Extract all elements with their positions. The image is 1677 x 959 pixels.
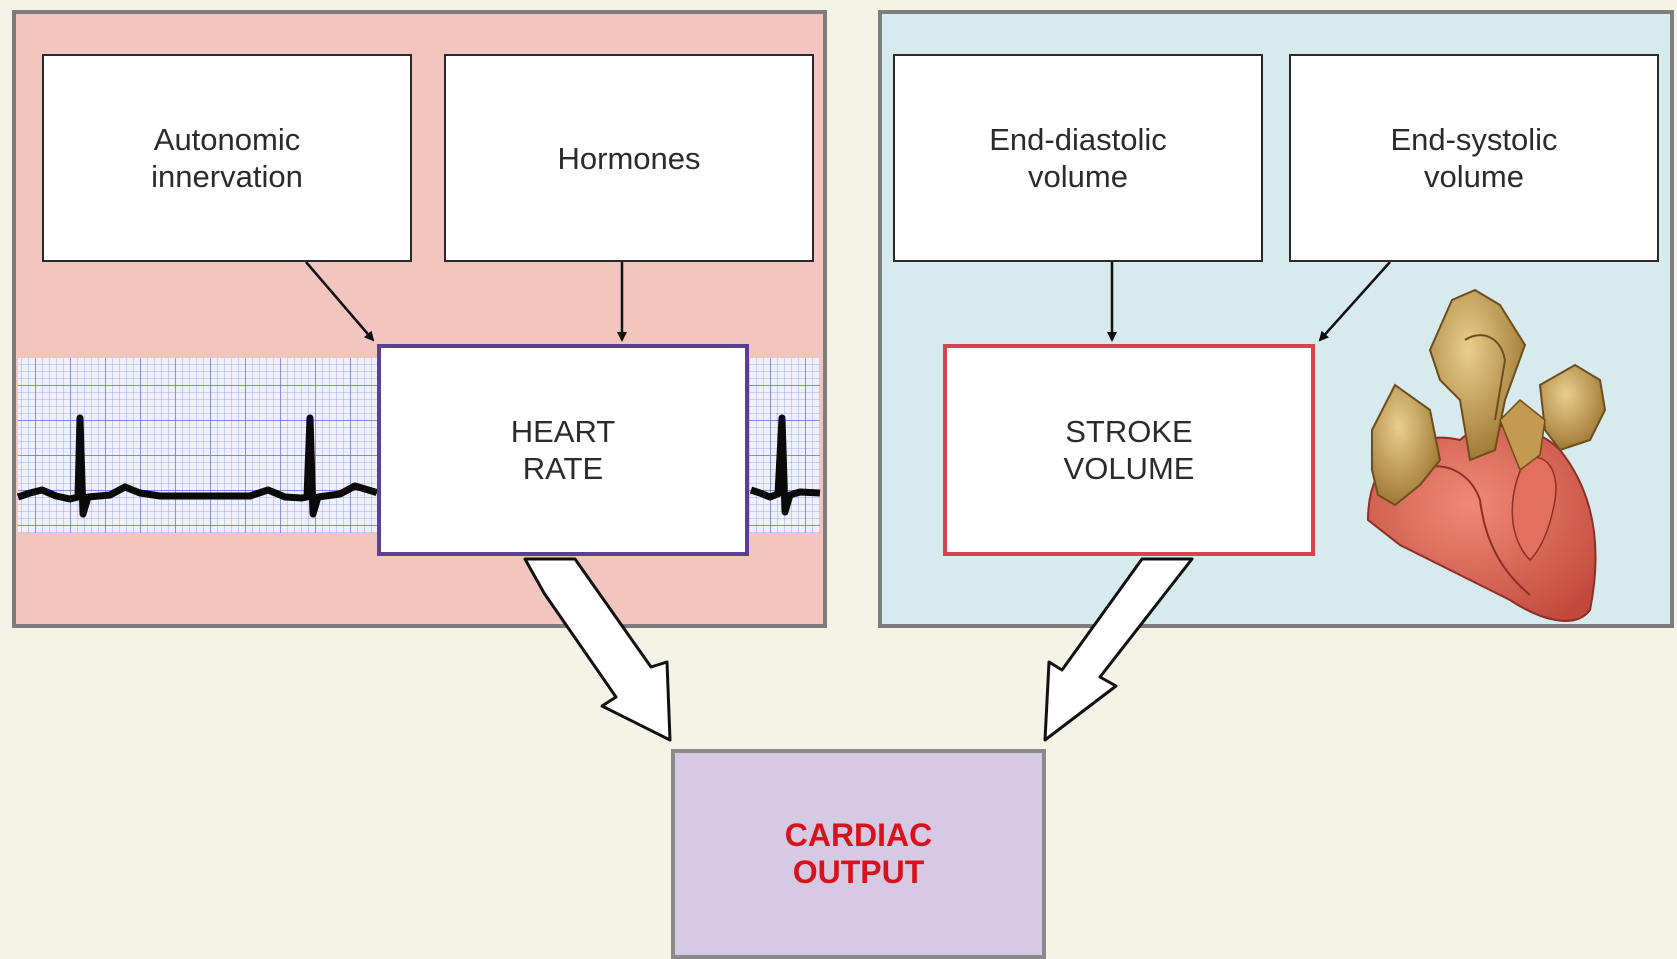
autonomic-innervation-box: Autonomic innervation bbox=[42, 54, 412, 262]
autonomic-innervation-label: Autonomic innervation bbox=[151, 122, 303, 194]
stroke-volume-box: STROKE VOLUME bbox=[943, 344, 1315, 556]
arrow-stroke-volume-to-cardiac-output bbox=[1043, 557, 1194, 742]
end-diastolic-volume-label: End-diastolic volume bbox=[989, 122, 1167, 194]
cardiac-output-label: CARDIAC OUTPUT bbox=[784, 817, 933, 890]
heart-illustration-icon bbox=[1366, 288, 1607, 622]
stroke-volume-label: STROKE VOLUME bbox=[1063, 414, 1195, 486]
arrow-autonomic-to-heart-rate bbox=[305, 261, 375, 342]
input-arrows bbox=[305, 261, 1391, 342]
arrow-heart-rate-to-cardiac-output bbox=[523, 557, 672, 742]
end-systolic-volume-box: End-systolic volume bbox=[1289, 54, 1659, 262]
hormones-label: Hormones bbox=[557, 140, 701, 176]
end-diastolic-volume-box: End-diastolic volume bbox=[893, 54, 1263, 262]
end-systolic-volume-label: End-systolic volume bbox=[1390, 122, 1558, 194]
hormones-box: Hormones bbox=[444, 54, 814, 262]
heart-rate-label: HEART RATE bbox=[510, 414, 616, 486]
cardiac-output-box: CARDIAC OUTPUT bbox=[671, 749, 1046, 959]
heart-rate-box: HEART RATE bbox=[377, 344, 749, 556]
arrow-esv-to-stroke-volume bbox=[1318, 261, 1391, 342]
